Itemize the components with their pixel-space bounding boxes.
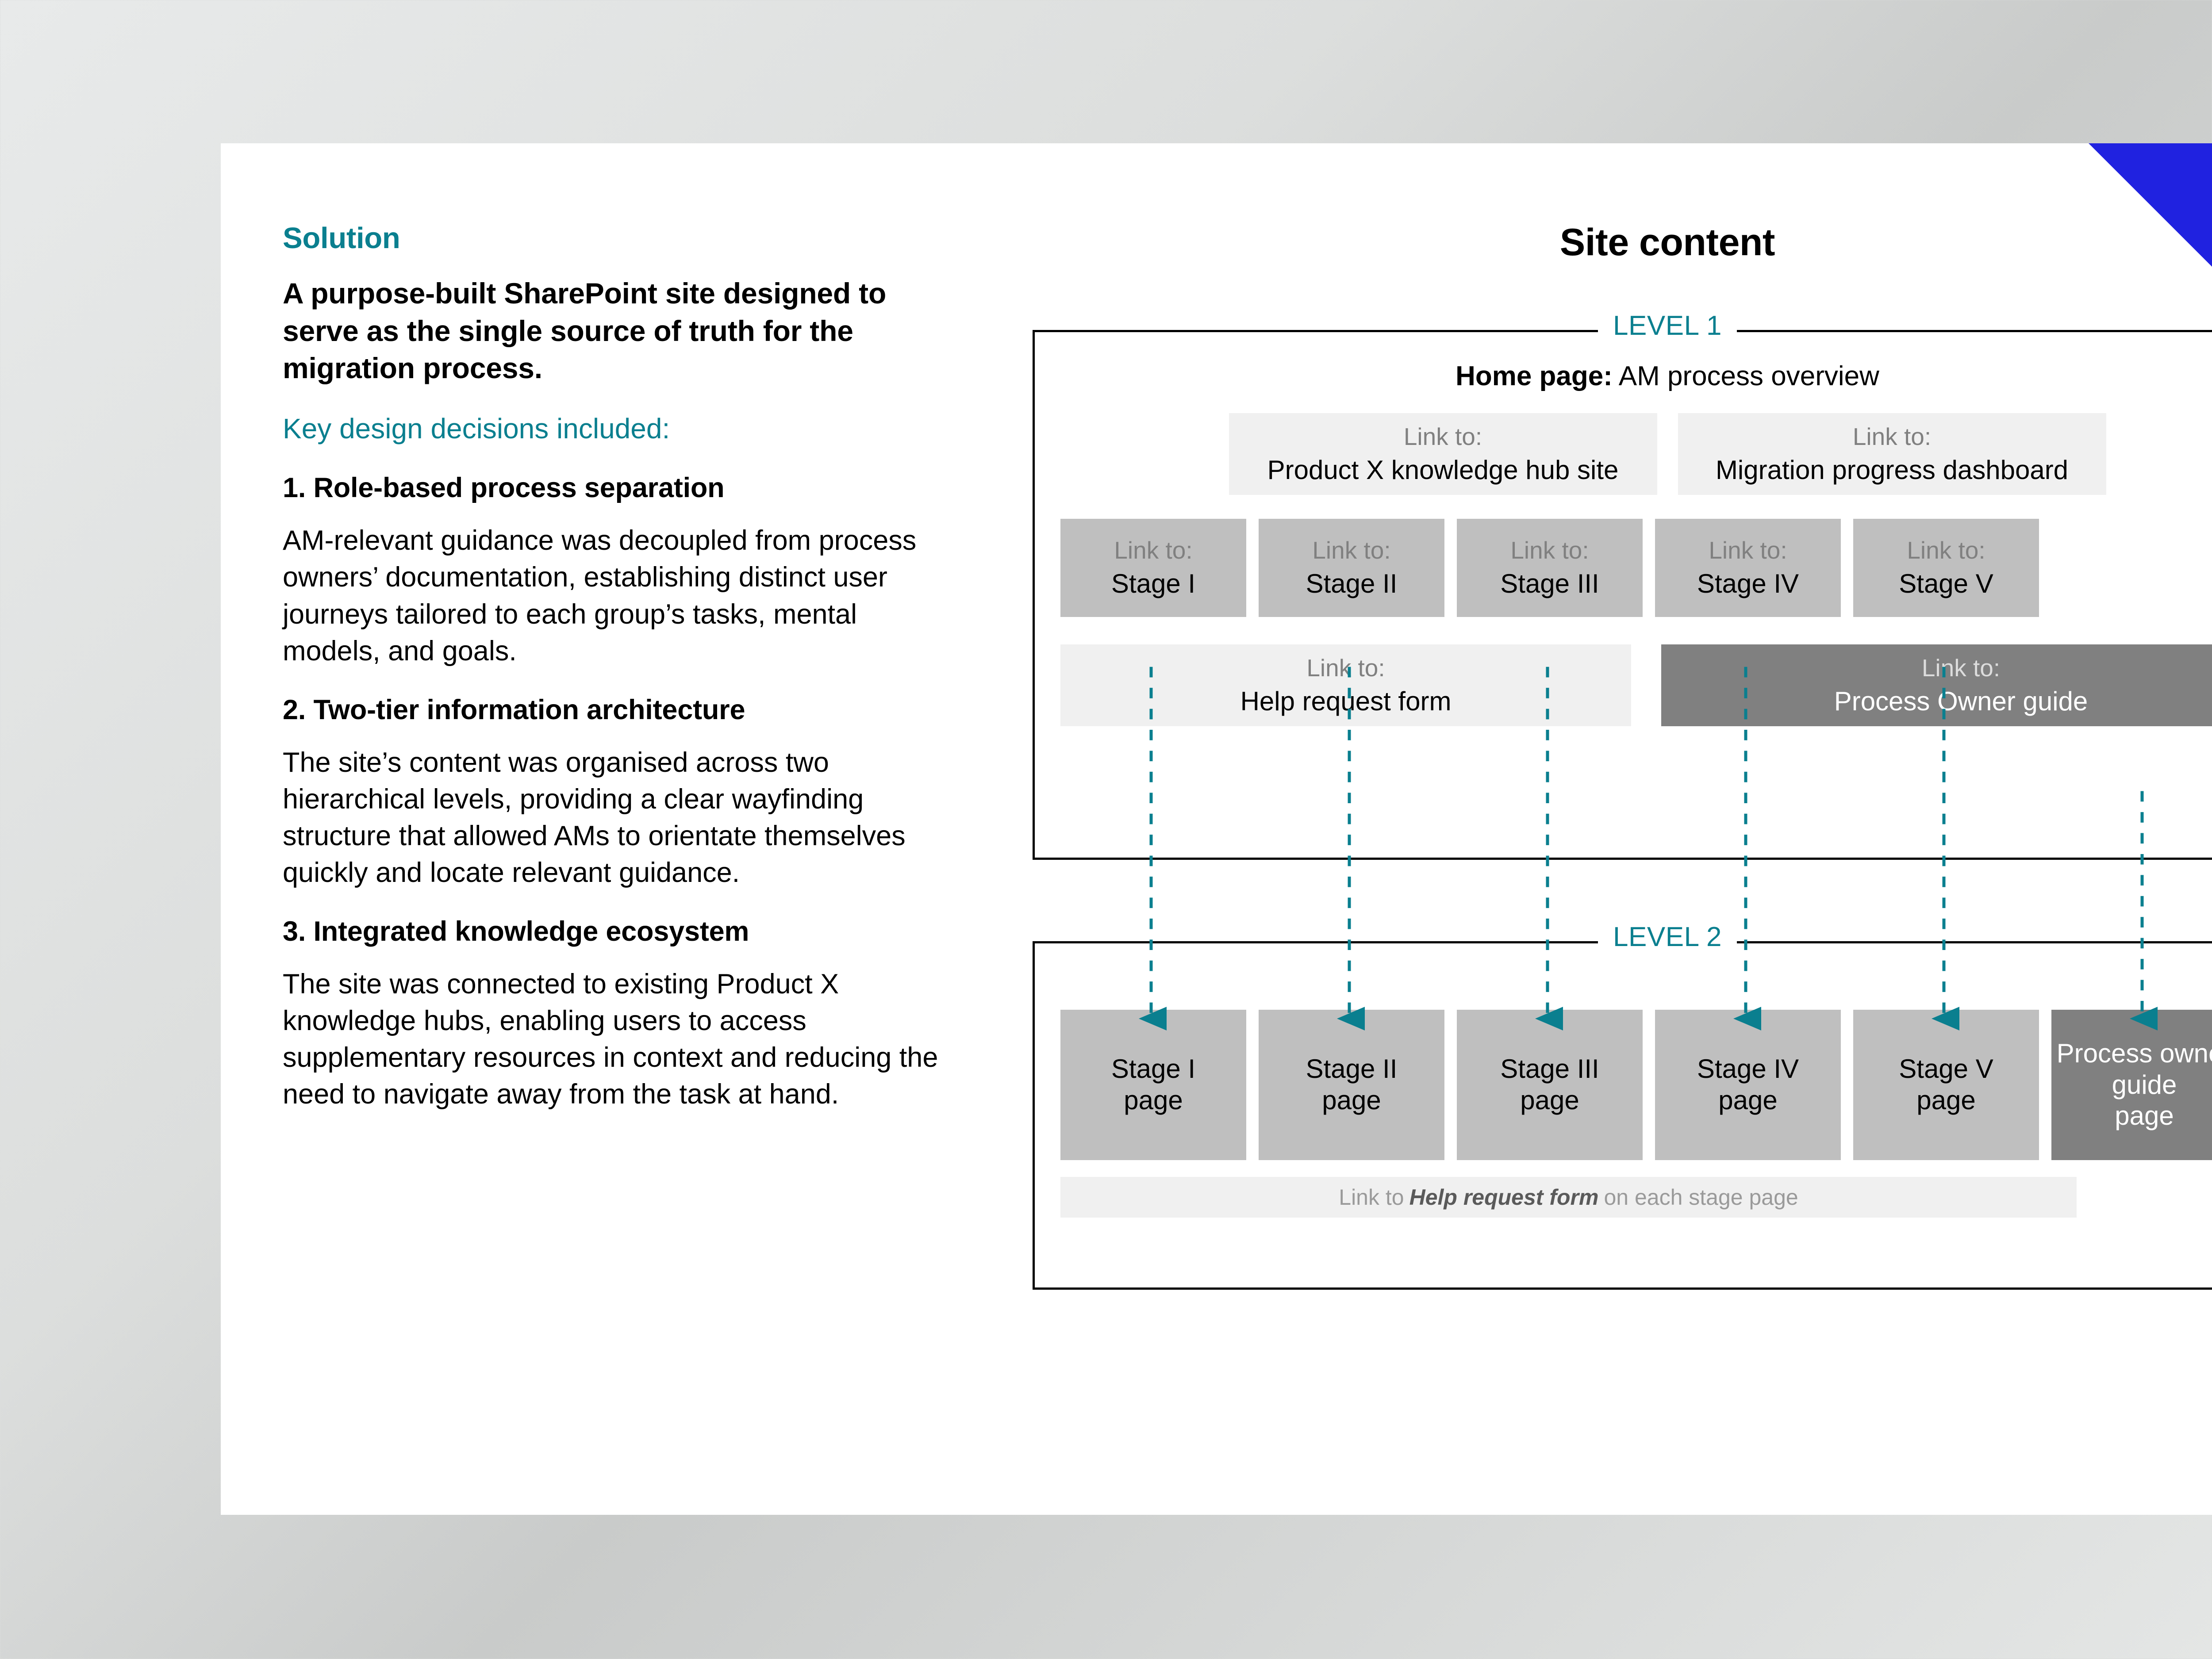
level-1-label: LEVEL 1 xyxy=(1598,312,1737,340)
diagram-title: Site content xyxy=(1559,221,1775,264)
page-title-line1: Stage V xyxy=(1899,1054,1993,1084)
left-content-column: Solution A purpose-built SharePoint site… xyxy=(283,221,951,1113)
page-title-line1: Process owner guide xyxy=(2056,1038,2212,1100)
link-target: Process Owner guide xyxy=(1834,686,2088,716)
link-target: Stage V xyxy=(1899,569,1993,599)
page-tile-process-owner-guide[interactable]: Process owner guide page xyxy=(2051,1010,2212,1160)
link-tile-stage-1[interactable]: Link to: Stage I xyxy=(1060,519,1246,617)
stage-link-row: Link to: Stage I Link to: Stage II Link … xyxy=(1060,519,2212,617)
decision-1-title: 1. Role-based process separation xyxy=(283,472,725,504)
key-decisions-subheading: Key design decisions included: xyxy=(283,413,670,445)
link-target: Stage IV xyxy=(1697,569,1799,599)
page-title-line2: page xyxy=(1718,1085,1778,1115)
page-tile-stage-4[interactable]: Stage IV page xyxy=(1655,1010,1841,1160)
help-form-note: Link to Help request form on each stage … xyxy=(1060,1177,2077,1218)
link-tile-help-request-form[interactable]: Link to: Help request form xyxy=(1060,644,1631,726)
decision-3-body: The site was connected to existing Produ… xyxy=(283,968,938,1110)
home-page-label: Home page: AM process overview xyxy=(1035,360,2212,392)
link-prefix: Link to: xyxy=(1907,536,1985,564)
page-tile-stage-1[interactable]: Stage I page xyxy=(1060,1010,1246,1160)
link-prefix: Link to: xyxy=(1306,654,1385,682)
link-prefix: Link to: xyxy=(1403,422,1482,450)
link-prefix: Link to: xyxy=(1510,536,1589,564)
slide-canvas: 2 Solution A purpose-built SharePoint si… xyxy=(221,143,2212,1515)
home-page-prefix: Home page: xyxy=(1455,361,1613,391)
decision-2-body: The site’s content was organised across … xyxy=(283,747,906,889)
page-title-line2: page xyxy=(1520,1085,1579,1115)
page-title-line1: Stage I xyxy=(1111,1054,1196,1084)
link-tile-stage-4[interactable]: Link to: Stage IV xyxy=(1655,519,1841,617)
decision-3-title: 3. Integrated knowledge ecosystem xyxy=(283,916,749,947)
page-title-line2: page xyxy=(1322,1085,1381,1115)
page-tile-stage-5[interactable]: Stage V page xyxy=(1853,1010,2039,1160)
help-note-emphasis: Help request form xyxy=(1409,1185,1599,1210)
link-prefix: Link to: xyxy=(1312,536,1391,564)
help-note-prefix: Link to xyxy=(1339,1185,1404,1210)
link-tile-stage-5[interactable]: Link to: Stage V xyxy=(1853,519,2039,617)
link-target: Stage I xyxy=(1111,569,1196,599)
lead-paragraph: A purpose-built SharePoint site designed… xyxy=(283,277,887,384)
level-2-label: LEVEL 2 xyxy=(1598,923,1737,951)
link-prefix: Link to: xyxy=(1114,536,1193,564)
decision-1-body: AM-relevant guidance was decoupled from … xyxy=(283,525,917,667)
link-target: Migration progress dashboard xyxy=(1715,455,2069,485)
link-tile-stage-2[interactable]: Link to: Stage II xyxy=(1259,519,1444,617)
link-target: Stage II xyxy=(1306,569,1398,599)
level-1-container: LEVEL 1 Home page: AM process overview L… xyxy=(1033,312,2212,860)
link-tile-product-x-hub[interactable]: Link to: Product X knowledge hub site xyxy=(1229,413,1657,495)
link-tile-stage-3[interactable]: Link to: Stage III xyxy=(1457,519,1643,617)
link-target: Stage III xyxy=(1500,569,1599,599)
decision-2-title: 2. Two-tier information architecture xyxy=(283,694,745,725)
page-title-line1: Stage IV xyxy=(1697,1054,1799,1084)
page-title-line1: Stage II xyxy=(1306,1054,1398,1084)
link-target: Help request form xyxy=(1240,686,1452,716)
level-2-container: LEVEL 2 Stage I page Stage II page Stage… xyxy=(1033,923,2212,1290)
help-and-owner-row: Link to: Help request form Link to: Proc… xyxy=(1060,644,2212,726)
section-heading: Solution xyxy=(283,222,400,255)
page-tile-stage-3[interactable]: Stage III page xyxy=(1457,1010,1643,1160)
link-prefix: Link to: xyxy=(1709,536,1787,564)
link-tile-process-owner-guide[interactable]: Link to: Process Owner guide xyxy=(1661,644,2212,726)
link-prefix: Link to: xyxy=(1921,654,2001,682)
page-title-line1: Stage III xyxy=(1500,1054,1599,1084)
page-title-line2: page xyxy=(2115,1101,2174,1131)
stage-page-row: Stage I page Stage II page Stage III pag… xyxy=(1060,1010,2212,1160)
page-title-line2: page xyxy=(1124,1085,1183,1115)
page-tile-stage-2[interactable]: Stage II page xyxy=(1259,1010,1444,1160)
help-note-suffix: on each stage page xyxy=(1604,1185,1798,1210)
site-content-diagram: Site content LEVEL 1 Home page: AM proce… xyxy=(1033,221,2212,1290)
link-tile-migration-dashboard[interactable]: Link to: Migration progress dashboard xyxy=(1678,413,2106,495)
page-title-line2: page xyxy=(1916,1085,1976,1115)
home-page-suffix: AM process overview xyxy=(1612,361,1879,391)
hub-link-row: Link to: Product X knowledge hub site Li… xyxy=(1035,413,2212,495)
link-prefix: Link to: xyxy=(1852,422,1932,450)
link-target: Product X knowledge hub site xyxy=(1267,455,1619,485)
page-corner-flag xyxy=(2089,143,2212,382)
